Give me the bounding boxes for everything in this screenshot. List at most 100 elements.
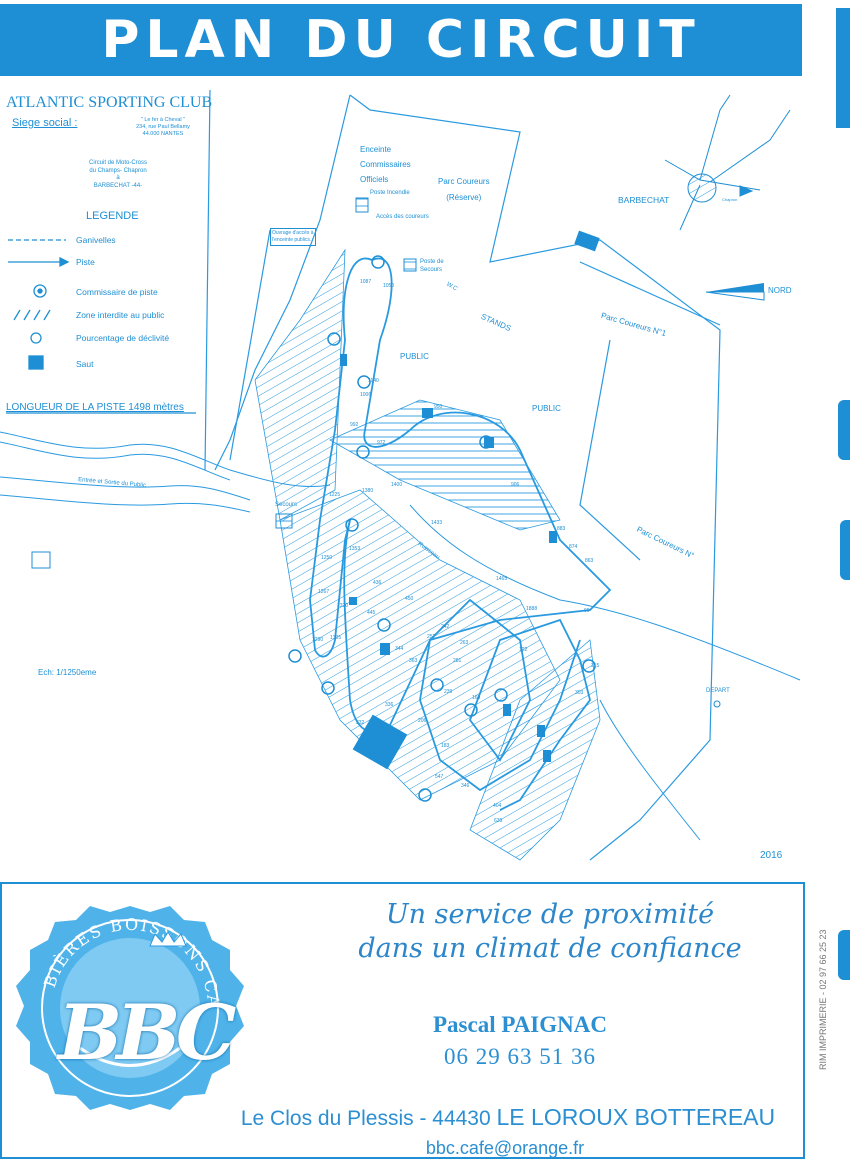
distance-marker: 1290 [312, 637, 324, 643]
boundary-line [204, 89, 211, 471]
road-line [0, 494, 251, 513]
depart-icon [713, 700, 721, 708]
distance-marker: 1320 [337, 603, 349, 609]
slogan: Un service de proximité dans un climat d… [330, 898, 770, 966]
address-city: LE LOROUX BOTTEREAU [496, 1104, 776, 1130]
distance-marker: 450 [405, 596, 414, 602]
hatch-symbol [13, 309, 21, 321]
distance-marker: 346 [461, 783, 470, 789]
contact-email[interactable]: bbc.cafe@orange.fr [425, 1138, 585, 1158]
distance-marker: 206 [418, 718, 427, 724]
distance-marker: 404 [493, 803, 502, 809]
marshal-icon [37, 288, 43, 294]
jump-icon [549, 531, 557, 543]
distance-marker: 183 [441, 743, 450, 749]
advertisement-box [0, 882, 805, 1159]
distance-marker: 547 [435, 774, 444, 780]
jumps [340, 230, 600, 770]
map-label-line: Secours [420, 267, 443, 273]
circuit-line: du Champs- Chapron [89, 167, 147, 174]
stream-bank [409, 504, 801, 681]
marshal-icon [418, 788, 432, 802]
distance-marker: 436 [373, 580, 382, 586]
distance-marker: 60 [584, 608, 590, 614]
circuit-info: Circuit de Moto-Cross du Champs- Chapron… [68, 160, 168, 190]
circuit-line: Circuit de Moto-Cross [88, 160, 147, 166]
legend-box [31, 551, 51, 569]
public-label: PUBLIC [400, 352, 429, 361]
smile-icon [79, 1046, 181, 1067]
jump-icon [352, 714, 408, 770]
distance-marker: 1006 [360, 392, 372, 398]
distance-marker: 344 [395, 646, 404, 652]
jump-icon [574, 230, 600, 252]
ouvrage-label: Ouvrage d'accès à l'enceinte publics. [270, 228, 316, 246]
distance-marker: 1267 [318, 589, 330, 595]
acces-label: Accès des coureurs [376, 214, 429, 220]
marshal-icon [479, 435, 493, 449]
address-prefix: Le Clos du Plessis - 44430 [240, 1107, 497, 1130]
poste-secours-icon [403, 258, 417, 272]
siege-label: Siege social : [12, 117, 78, 129]
distance-marker: 1050 [383, 283, 395, 289]
adjacent-page-mark [838, 400, 850, 460]
map-label-line: Parc Coureurs [438, 177, 490, 186]
marshal-icon [371, 255, 385, 269]
forbidden-zone [254, 248, 346, 521]
road-line [0, 476, 251, 501]
marshal-icon [582, 659, 596, 673]
circuit-map [0, 89, 801, 861]
distance-marker: 336 [385, 702, 394, 708]
marshal-icon [345, 518, 359, 532]
distance-marker: 1888 [526, 606, 538, 612]
marshal-icon [464, 703, 478, 717]
map-label-line: Poste de [420, 259, 444, 265]
marshal-icon [430, 678, 444, 692]
boundary-line [579, 261, 721, 326]
north-arrow [705, 283, 765, 301]
contact-phone[interactable]: 06 29 63 51 36 [444, 1044, 596, 1069]
buildings [31, 197, 721, 708]
contact-address: Le Clos du Plessis - 44430 LE LOROUX BOT… [228, 1104, 788, 1131]
cap-inner [60, 938, 200, 1078]
jump-icon [537, 725, 545, 737]
distance-marker: 972 [377, 440, 386, 446]
inset-roundabout [687, 173, 717, 203]
marshal-icon [377, 618, 391, 632]
forbidden-zone [329, 399, 561, 531]
contact-name: Pascal PAIGNAC [433, 1012, 607, 1037]
map-label-line: Officiels [360, 175, 389, 184]
legend-item: Ganivelles [76, 235, 116, 245]
distance-marker: 950 [434, 404, 443, 410]
hatch-symbol [43, 309, 51, 321]
track-length: LONGUEUR DE LA PISTE 1498 mètres [6, 402, 184, 413]
stream-bank [0, 441, 231, 481]
jump-icon [422, 408, 433, 418]
cap-ring [41, 919, 219, 1097]
jump-icon [380, 643, 390, 655]
distance-marker: 122 [519, 647, 528, 653]
distance-marker: 332 [356, 720, 365, 726]
marshal-icon [356, 445, 370, 459]
track-line [363, 257, 612, 792]
legend-item: Zone interdite au public [76, 310, 165, 320]
nord-label: NORD [768, 286, 792, 295]
distance-marker: 303 [575, 690, 584, 696]
hatch-symbol [33, 309, 41, 321]
distance-marker: 883 [557, 526, 566, 532]
arrow-icon [59, 256, 70, 268]
hatch-symbol [23, 309, 31, 321]
map-label-line: Ouvrage d'accès à [272, 230, 314, 236]
adjacent-page-mark [836, 8, 850, 128]
page-title: PLAN DU CIRCUIT [101, 10, 701, 70]
marshal-icon [288, 649, 302, 663]
jump-icon [349, 597, 357, 605]
club-name: ATLANTIC SPORTING CLUB [6, 94, 213, 111]
secours-label: Secours [275, 502, 298, 508]
secours-icon [275, 513, 293, 529]
distance-marker: 639 [494, 818, 503, 824]
circuit-line: BARBECHAT -44- [93, 182, 143, 189]
distance-marker: 363 [409, 658, 418, 664]
marshal-icon [357, 375, 371, 389]
stream-bank [599, 699, 701, 841]
